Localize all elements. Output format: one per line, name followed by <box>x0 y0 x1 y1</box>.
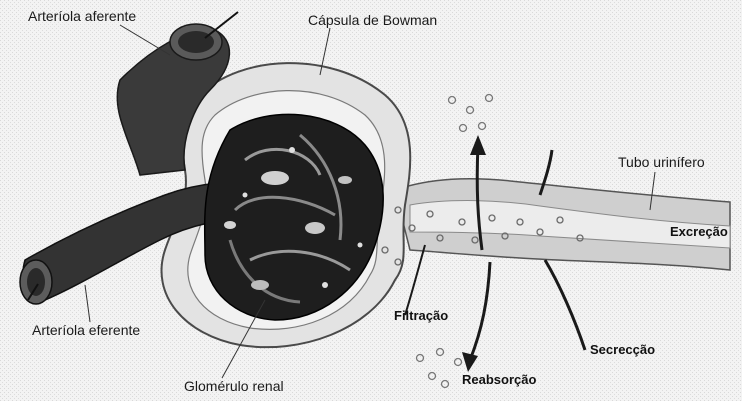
label-secrecao: Secrecção <box>590 342 655 358</box>
label-arteriola-eferente: Arteríola eferente <box>32 322 140 338</box>
label-glomerulo-renal: Glomérulo renal <box>184 378 284 394</box>
label-arteriola-aferente: Arteríola aferente <box>28 8 136 24</box>
label-reabsorcao: Reabsorção <box>462 372 536 388</box>
label-tubo-urinifero: Tubo urinífero <box>618 154 705 170</box>
label-excrecao: Excreção <box>670 224 728 240</box>
label-filtracao: Filtração <box>394 308 448 324</box>
label-capsula-de-bowman: Cápsula de Bowman <box>308 12 437 28</box>
